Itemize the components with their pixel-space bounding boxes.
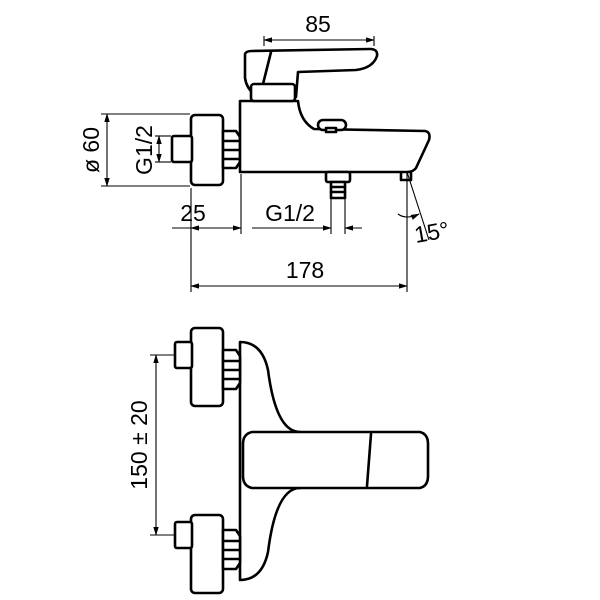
dim-inlet-thread-label: G1/2 <box>131 125 157 175</box>
shower-outlet <box>324 170 352 200</box>
dimension-outlet-thread: G1/2 <box>252 199 362 234</box>
dimension-diameter: ø 60 <box>78 113 190 187</box>
dim-center-distance-label: 150 ± 20 <box>126 400 152 489</box>
wall-flange <box>189 113 225 187</box>
dim-outlet-thread-label: G1/2 <box>265 200 315 226</box>
dim-25-label: 25 <box>180 200 206 226</box>
front-nut-top <box>221 348 242 391</box>
front-flange-bottom <box>189 513 225 595</box>
dim-angle-label: 15° <box>412 216 451 248</box>
mixer-body <box>238 99 431 182</box>
dimension-center-distance: 150 ± 20 <box>126 354 175 536</box>
dim-178-label: 178 <box>286 257 324 283</box>
cartridge-neck <box>249 82 297 103</box>
inlet-pipe <box>170 134 194 164</box>
side-view: 85 ø 60 G1/2 25 <box>78 11 451 292</box>
front-lever <box>241 430 430 490</box>
dimension-25: 25 <box>172 174 242 234</box>
dimension-178: 178 <box>190 234 408 292</box>
front-flange-top <box>189 326 225 408</box>
nut-threads <box>221 129 242 170</box>
dim-85-label: 85 <box>305 11 331 37</box>
dimension-inlet-thread: G1/2 <box>131 125 171 175</box>
dimension-85: 85 <box>263 11 375 46</box>
front-nut-bottom <box>221 528 242 571</box>
front-view: 150 ± 20 <box>126 326 430 595</box>
dimension-angle: 15° <box>397 171 451 248</box>
dim-diameter-label: ø 60 <box>78 127 104 173</box>
